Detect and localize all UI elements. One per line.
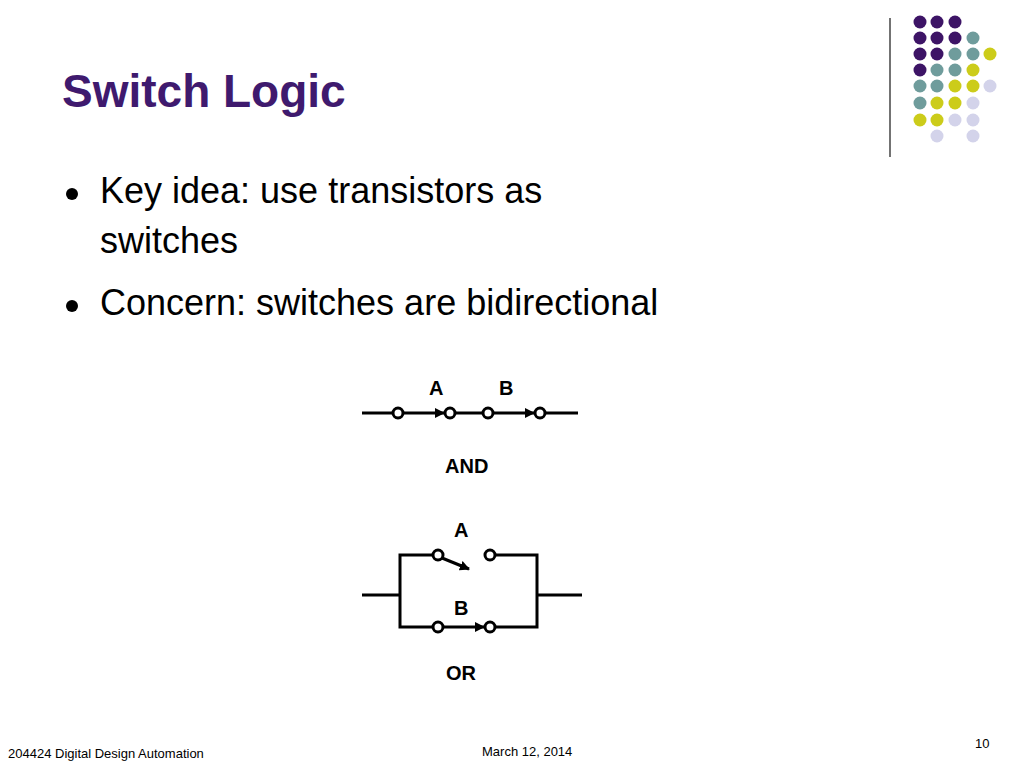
decor-dot	[949, 97, 962, 110]
decor-dot	[931, 48, 944, 61]
switch-label: A	[429, 376, 443, 400]
bullet-text: Concern: switches are bidirectional	[100, 278, 660, 328]
decor-dot	[914, 64, 927, 77]
divider-line	[889, 18, 891, 157]
or-circuit	[362, 550, 582, 632]
decor-dot	[967, 114, 980, 127]
decor-dot	[967, 32, 980, 45]
decor-dot	[931, 130, 944, 143]
decor-dot	[967, 130, 980, 143]
page-number: 10	[975, 736, 989, 752]
gate-caption: OR	[446, 661, 476, 685]
slide-title: Switch Logic	[62, 62, 346, 120]
bullet-dot	[66, 300, 78, 312]
decor-dot	[949, 48, 962, 61]
bullet-dot	[66, 188, 78, 200]
decor-dot	[914, 114, 927, 127]
decor-dot	[967, 64, 980, 77]
decor-dot	[967, 80, 980, 93]
decor-dot	[914, 32, 927, 45]
switch-label: A	[454, 518, 468, 542]
decor-dot	[931, 32, 944, 45]
decor-dot	[931, 64, 944, 77]
decor-dot	[931, 80, 944, 93]
decor-dot	[949, 32, 962, 45]
decor-dot	[949, 80, 962, 93]
gate-caption: AND	[445, 454, 488, 478]
decor-dot	[984, 80, 997, 93]
decor-dot	[914, 16, 927, 29]
footer-course: 204424 Digital Design Automation	[8, 746, 204, 762]
switch-label: B	[454, 596, 468, 620]
decor-dot	[949, 114, 962, 127]
decor-dot	[914, 48, 927, 61]
decor-dot	[914, 80, 927, 93]
decor-dot	[931, 114, 944, 127]
decor-dot	[914, 97, 927, 110]
footer-date: March 12, 2014	[482, 744, 572, 760]
decor-dot	[967, 48, 980, 61]
bullet-text: Key idea: use transistors as switches	[100, 166, 660, 266]
decor-dot	[949, 16, 962, 29]
and-circuit	[362, 408, 578, 418]
decor-dot	[984, 48, 997, 61]
decor-dot	[949, 64, 962, 77]
decor-dot	[931, 16, 944, 29]
decor-dots	[914, 16, 997, 143]
switch-label: B	[499, 376, 513, 400]
decor-dot	[931, 97, 944, 110]
decor-dot	[967, 97, 980, 110]
